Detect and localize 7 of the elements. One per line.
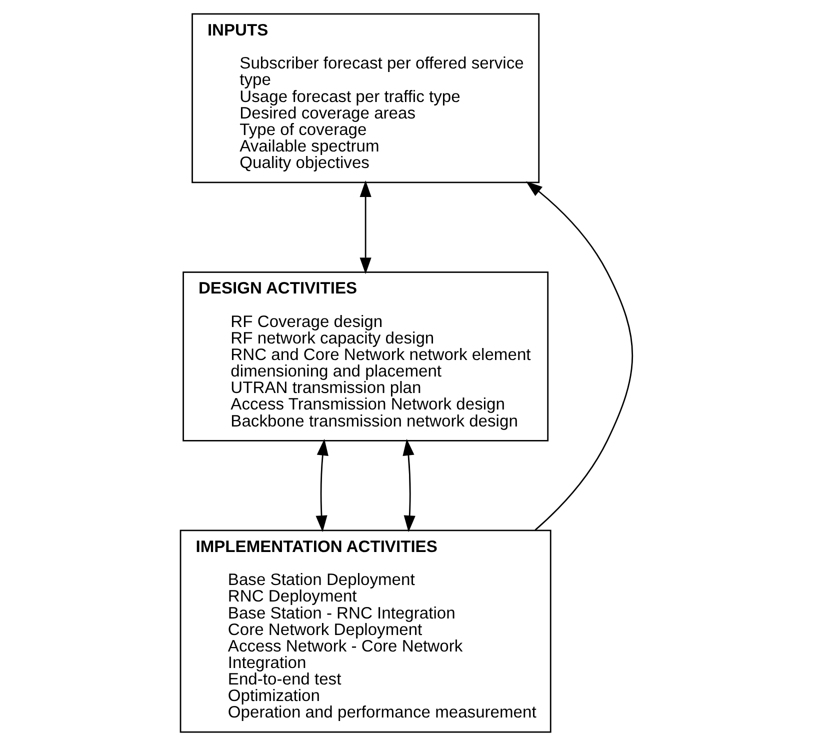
- arrow: [316, 438, 328, 532]
- node-box: INPUTS Subscriber forecast per offered service type Usage forecast per traffic type Desired coverage areas Type of coverage Available spectrum Quality objectives: [192, 13, 540, 184]
- node-box: DESIGN ACTIVITIES RF Coverage design RF network capacity design RNC and Core Network network element dimensioning and placement UTRAN transmission plan Access Transmission Network design Backbone transmission network design: [182, 272, 549, 442]
- node-box: IMPLEMENTATION ACTIVITIES Base Station Deployment RNC Deployment Base Station - RNC Integration Core Network Deployment Access Network - Core Network Integration End-to-end test Optimization Operation and performance measurement: [180, 530, 552, 733]
- arrow: [526, 181, 633, 531]
- arrow: [402, 438, 416, 532]
- arrow: [360, 180, 372, 274]
